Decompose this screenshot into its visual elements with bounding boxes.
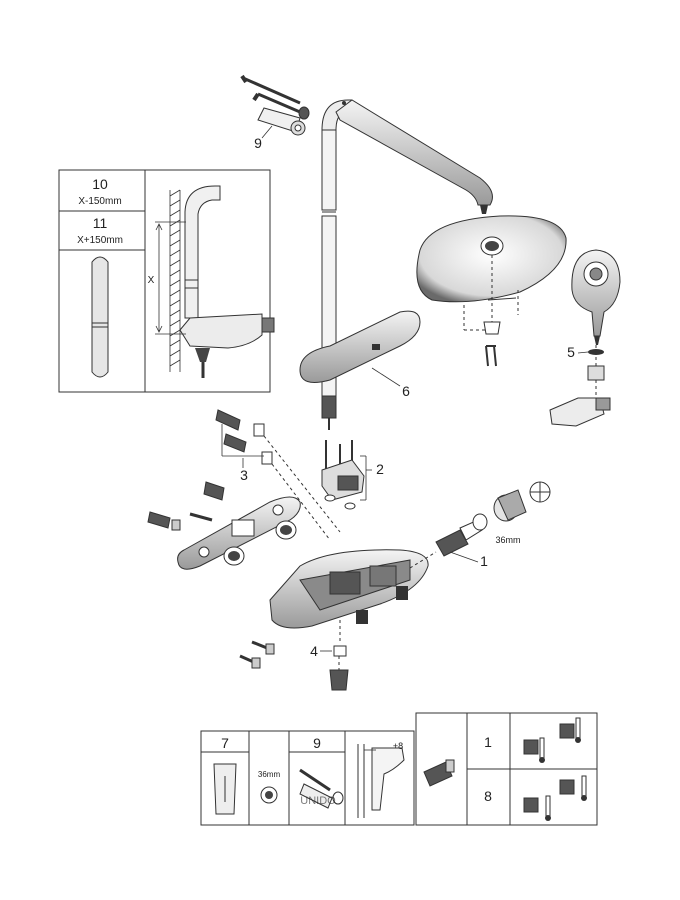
offset-label: +8 bbox=[393, 741, 403, 751]
inset-item-b-size: X+150mm bbox=[77, 235, 123, 246]
dimension-x-label: X bbox=[148, 275, 155, 286]
accessory-9-number: 9 bbox=[313, 735, 321, 751]
inlet-fittings bbox=[409, 481, 551, 569]
callout-6: 6 bbox=[402, 383, 410, 399]
shower-arm bbox=[335, 99, 493, 214]
extension-tube-illustration bbox=[91, 256, 109, 378]
connection-pieces bbox=[215, 409, 341, 541]
variant-row-1: 1 bbox=[484, 734, 492, 750]
wrench-size-main: 36mm bbox=[495, 535, 520, 545]
hand-shower bbox=[549, 249, 621, 427]
wall-hatch bbox=[169, 189, 181, 372]
extension-inset: 10 X-150mm 11 X+150mm bbox=[58, 169, 275, 393]
variant-1-fittings bbox=[523, 717, 581, 763]
variant-8-fittings bbox=[523, 775, 587, 821]
fixing-screw-set bbox=[240, 74, 310, 136]
thermostat-body bbox=[269, 549, 429, 644]
callout-4: 4 bbox=[310, 643, 318, 659]
callout-9: 9 bbox=[254, 135, 262, 151]
inset-item-b-number: 11 bbox=[93, 215, 108, 231]
inset-item-a-number: 10 bbox=[92, 176, 108, 192]
shelf-tray bbox=[299, 310, 421, 383]
callout-3: 3 bbox=[240, 467, 248, 483]
watermark: UNIDO bbox=[300, 795, 336, 807]
variant-row-8: 8 bbox=[484, 788, 492, 804]
callout-5: 5 bbox=[567, 344, 575, 360]
callout-1: 1 bbox=[480, 553, 488, 569]
lower-screws bbox=[239, 640, 349, 691]
dimension-x bbox=[155, 221, 186, 335]
accessory-table: 7 9 36mm +8 bbox=[200, 730, 415, 826]
mounting-bracket bbox=[321, 440, 367, 510]
callout-2: 2 bbox=[376, 461, 384, 477]
accessory-7-number: 7 bbox=[221, 735, 229, 751]
accessory-7-size: 36mm bbox=[258, 770, 281, 779]
rear-plate-assembly bbox=[147, 481, 301, 570]
inset-riser bbox=[179, 185, 275, 378]
variant-table: 1 8 bbox=[415, 712, 598, 826]
head-shower bbox=[416, 215, 567, 367]
inset-item-a-size: X-150mm bbox=[78, 196, 121, 207]
